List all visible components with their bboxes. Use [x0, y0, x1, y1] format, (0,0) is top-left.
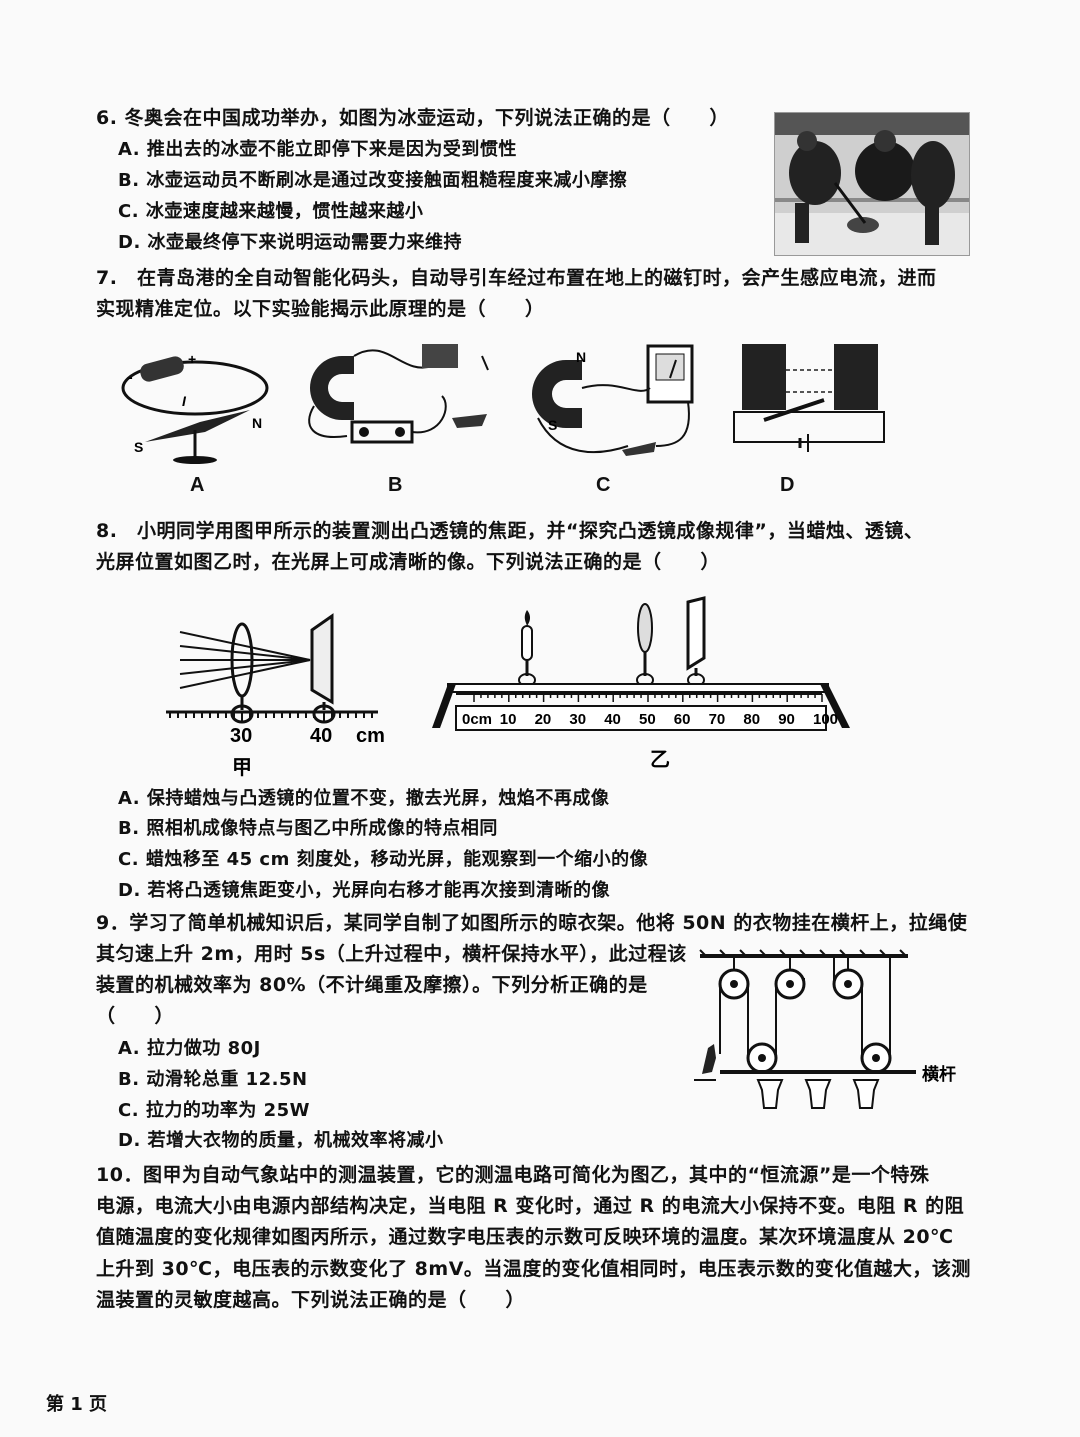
q10-stem-line-4: 上升到 30℃，电压表的示数变化了 8mV。当温度的变化值相同时，电压表示数的变… [96, 1258, 971, 1280]
jia-tick-30: 30 [230, 725, 252, 747]
yi-scale-label: 50 [639, 711, 656, 728]
q7-figure-c: N S [531, 344, 694, 456]
q9-option-c: C. 拉力的功率为 25W [118, 1100, 310, 1121]
magnet-north-mark: N [576, 349, 586, 365]
q9-option-a: A. 拉力做功 80J [118, 1038, 261, 1059]
jia-ruler-ticks [169, 712, 373, 722]
q7-figure-d [733, 344, 885, 452]
yi-scale-label: 60 [674, 711, 691, 728]
yi-scale-label: 80 [743, 711, 760, 728]
q8-option-c: C. 蜡烛移至 45 cm 刻度处，移动光屏，能观察到一个缩小的像 [118, 849, 649, 870]
jia-label: 甲 [232, 757, 252, 779]
q7-stem-line-1: 7. 在青岛港的全自动智能化码头，自动导引车经过布置在地上的磁钉时，会产生感应电… [96, 267, 937, 289]
q9-stem-line-2: 其匀速上升 2m，用时 5s（上升过程中，横杆保持水平），此过程该 [96, 943, 687, 965]
crossbar-label: 横杆 [922, 1064, 956, 1084]
battery-minus-mark: - [128, 369, 133, 385]
q9-stem-line-3: 装置的机械效率为 80%（不计绳重及摩擦）。下列分析正确的是 [96, 974, 648, 996]
q8-figure-yi: 0cm 10 20 30 40 50 60 70 80 90 100 乙 [432, 596, 850, 771]
yi-label: 乙 [650, 749, 670, 771]
q8-stem-line-2: 光屏位置如图乙时，在光屏上可成清晰的像。下列说法正确的是（ ） [96, 551, 721, 573]
q9-option-d: D. 若增大衣物的质量，机械效率将减小 [118, 1130, 444, 1151]
south-pole-mark: S [134, 439, 143, 455]
current-mark: I [182, 393, 187, 409]
battery-plus-mark: + [188, 351, 196, 367]
jia-unit: cm [356, 725, 385, 747]
curling-photo [774, 112, 970, 256]
yi-scale-label: 40 [604, 711, 621, 728]
q7-figure-label-c: C [596, 474, 611, 496]
q7-figure-a: + - I S N [121, 351, 269, 464]
q6-option-a: A. 推出去的冰壶不能立即停下来是因为受到惯性 [118, 139, 517, 160]
q9-pulley-figure: 横杆 [694, 949, 956, 1109]
q7-figure-b [308, 344, 489, 444]
jia-tick-40: 40 [310, 725, 332, 747]
yi-scale-label: 30 [569, 711, 586, 728]
north-pole-mark: N [252, 415, 262, 431]
yi-scale-label: 100 [813, 711, 838, 728]
q8-figure-jia: 30 40 cm 甲 [166, 613, 385, 779]
q8-option-a: A. 保持蜡烛与凸透镜的位置不变，撤去光屏，烛焰不再成像 [118, 788, 610, 809]
q8-option-b: B. 照相机成像特点与图乙中所成像的特点相同 [118, 818, 498, 839]
q6-option-b: B. 冰壶运动员不断刷冰是通过改变接触面粗糙程度来减小摩擦 [118, 170, 628, 191]
q7-figure-label-a: A [190, 474, 205, 496]
q9-stem-line-4: （ ） [96, 1005, 175, 1027]
q7-figure-label-d: D [780, 474, 795, 496]
q9-option-b: B. 动滑轮总重 12.5N [118, 1069, 308, 1090]
q7-figure-label-b: B [388, 474, 403, 496]
yi-scale-labels: 0cm 10 20 30 40 50 60 70 80 90 100 [462, 711, 838, 728]
q10-stem-line-1: 10．图甲为自动气象站中的测温装置，它的测温电路可简化为图乙，其中的“恒流源”是… [96, 1164, 930, 1186]
yi-scale-label: 10 [500, 711, 517, 728]
yi-ruler-ticks [473, 694, 823, 702]
q8-stem-line-1: 8. 小明同学用图甲所示的装置测出凸透镜的焦距，并“探究凸透镜成像规律”，当蜡烛… [96, 520, 924, 542]
q8-option-d: D. 若将凸透镜焦距变小，光屏向右移才能再次接到清晰的像 [118, 880, 611, 901]
yi-scale-label: 70 [709, 711, 726, 728]
yi-scale-label: 90 [778, 711, 795, 728]
yi-scale-label: 20 [535, 711, 552, 728]
q6-option-d: D. 冰壶最终停下来说明运动需要力来维持 [118, 232, 463, 253]
q10-stem-line-3: 值随温度的变化规律如图丙所示，通过数字电压表的示数可反映环境的温度。某次环境温度… [96, 1226, 954, 1248]
q6-option-c: C. 冰壶速度越来越慢，惯性越来越小 [118, 201, 424, 222]
q10-stem-line-5: 温装置的灵敏度越高。下列说法正确的是（ ） [96, 1289, 526, 1311]
q6-stem: 6. 冬奥会在中国成功举办，如图为冰壶运动，下列说法正确的是（ ） [96, 107, 730, 129]
magnet-south-mark: S [548, 417, 557, 433]
q10-stem-line-2: 电源，电流大小由电源内部结构决定，当电阻 R 变化时，通过 R 的电流大小保持不… [96, 1195, 965, 1217]
page-number: 第 1 页 [46, 1394, 108, 1415]
q9-stem-line-1: 9．学习了简单机械知识后，某同学自制了如图所示的晾衣架。他将 50N 的衣物挂在… [96, 912, 968, 934]
yi-scale-label: 0cm [462, 711, 492, 728]
q7-stem-line-2: 实现精准定位。以下实验能揭示此原理的是（ ） [96, 298, 545, 320]
